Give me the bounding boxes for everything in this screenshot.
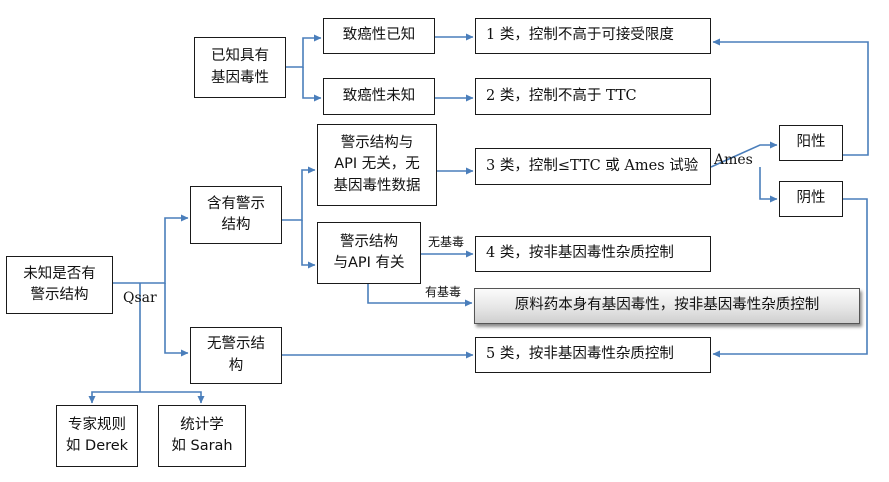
link-negative-to-class-5	[712, 198, 868, 358]
label-genotoxic: 有基毒	[425, 285, 462, 299]
link-class-3-to-positive	[710, 141, 778, 168]
link-unknown-to-has-alert	[113, 214, 189, 284]
node-alert-api-unrelated: 警示结构与 API 无关，无 基因毒性数据	[317, 124, 437, 206]
node-has-alert: 含有警示 结构	[190, 186, 282, 244]
node-class-1: 1 类，控制不高于可接受限度	[475, 18, 711, 54]
link-positive-to-class-1	[712, 38, 869, 156]
link-known-to-carc-known	[286, 34, 322, 68]
node-class-3: 3 类，控制≤TTC 或 Ames 试验	[475, 148, 711, 185]
link-has-alert-to-related	[301, 220, 316, 269]
node-class-2: 2 类，控制不高于 TTC	[475, 78, 711, 115]
node-ames-negative: 阴性	[779, 181, 843, 217]
label-ames: Ames	[714, 152, 753, 168]
node-class-5: 5 类，按非基因毒性杂质控制	[475, 337, 711, 373]
link-has-alert-to-unrelated	[282, 166, 316, 221]
node-statistics: 统计学 如 Sarah	[158, 405, 246, 467]
link-qsar-to-expert-rules	[88, 391, 140, 404]
link-class-3-to-negative	[759, 167, 778, 203]
node-carcinogenicity-known: 致癌性已知	[323, 18, 435, 54]
link-unknown-to-no-alert	[164, 283, 189, 357]
node-expert-rules: 专家规则 如 Derek	[56, 405, 138, 467]
node-api-genotoxic: 原料药本身有基因毒性，按非基因毒性杂质控制	[474, 288, 860, 324]
label-qsar: Qsar	[123, 290, 157, 306]
link-related-to-api-genotoxic	[367, 284, 473, 307]
node-known-genotoxic: 已知具有 基因毒性	[194, 37, 286, 98]
node-no-alert: 无警示结 构	[190, 327, 282, 384]
node-unknown-alert: 未知是否有 警示结构	[6, 256, 113, 314]
label-non-genotoxic: 无基毒	[428, 235, 465, 249]
node-carcinogenicity-unknown: 致癌性未知	[323, 78, 435, 115]
link-qsar-to-statistics	[140, 391, 205, 404]
node-ames-positive: 阳性	[779, 125, 843, 161]
link-known-to-carc-unknown	[302, 67, 322, 102]
node-alert-api-related: 警示结构 与API 有关	[317, 222, 421, 284]
node-class-4: 4 类，按非基因毒性杂质控制	[475, 236, 711, 272]
